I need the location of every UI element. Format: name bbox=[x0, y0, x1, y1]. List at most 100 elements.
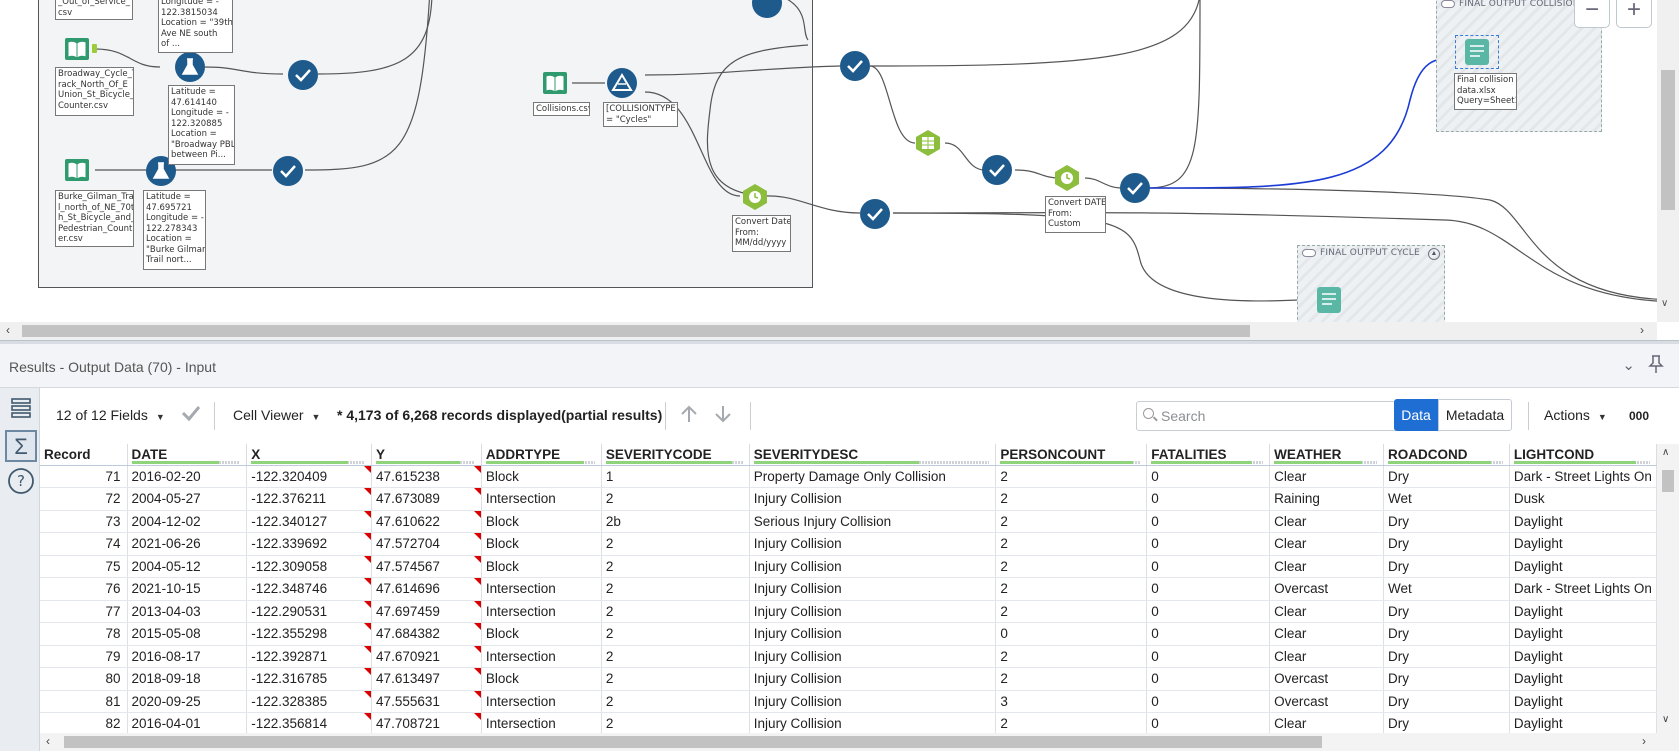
table-cell[interactable]: -122.392871 bbox=[246, 645, 373, 668]
table-cell[interactable]: 47.697459 bbox=[371, 600, 482, 623]
table-cell[interactable]: Block bbox=[481, 465, 602, 488]
table-cell[interactable]: -122.348746 bbox=[246, 577, 373, 601]
table-cell[interactable]: 0 bbox=[1146, 510, 1271, 533]
table-cell[interactable]: Injury Collision bbox=[749, 532, 997, 556]
select-check-icon[interactable] bbox=[982, 155, 1012, 185]
table-cell[interactable]: -122.376211 bbox=[246, 487, 373, 511]
toggle-icon[interactable] bbox=[1441, 0, 1455, 8]
table-cell[interactable]: 74 bbox=[40, 532, 128, 556]
table-cell[interactable]: Daylight bbox=[1509, 712, 1657, 733]
table-cell[interactable]: 2021-06-26 bbox=[127, 532, 248, 556]
table-cell[interactable]: 2 bbox=[601, 532, 750, 556]
table-cell[interactable]: 2 bbox=[995, 465, 1148, 488]
more-options-button[interactable]: 000 bbox=[1629, 409, 1650, 423]
table-cell[interactable]: -122.339692 bbox=[246, 532, 373, 556]
table-cell[interactable]: Dry bbox=[1383, 600, 1510, 623]
collapse-icon[interactable]: ▲ bbox=[1428, 248, 1440, 260]
table-cell[interactable]: Dry bbox=[1383, 712, 1510, 733]
column-header[interactable]: PERSONCOUNT bbox=[995, 444, 1148, 466]
table-cell[interactable]: 2 bbox=[995, 667, 1148, 691]
table-cell[interactable]: Clear bbox=[1269, 555, 1384, 578]
table-cell[interactable]: Daylight bbox=[1509, 532, 1657, 556]
table-cell[interactable]: Injury Collision bbox=[749, 555, 997, 578]
table-cell[interactable]: Block bbox=[481, 510, 602, 533]
table-cell[interactable]: 2 bbox=[601, 712, 750, 733]
pane-splitter[interactable] bbox=[0, 340, 1679, 344]
table-cell[interactable]: 2 bbox=[601, 690, 750, 713]
canvas-horizontal-scrollbar[interactable]: ‹ › bbox=[0, 322, 1657, 340]
table-cell[interactable]: 0 bbox=[1146, 465, 1271, 488]
list-icon[interactable] bbox=[5, 394, 37, 426]
table-cell[interactable]: Block bbox=[481, 622, 602, 646]
column-header[interactable]: Record bbox=[40, 444, 128, 466]
table-cell[interactable]: 2004-05-27 bbox=[127, 487, 248, 511]
formula-flask-icon[interactable] bbox=[175, 52, 205, 82]
table-cell[interactable]: Intersection bbox=[481, 645, 602, 668]
select-check-icon[interactable] bbox=[1120, 173, 1150, 203]
table-cell[interactable]: 0 bbox=[1146, 667, 1271, 691]
scroll-down-icon[interactable]: ∨ bbox=[1662, 714, 1670, 725]
table-cell[interactable]: 2021-10-15 bbox=[127, 577, 248, 601]
column-header[interactable]: ROADCOND bbox=[1383, 444, 1510, 466]
scroll-thumb[interactable] bbox=[22, 325, 1250, 337]
table-cell[interactable]: 1 bbox=[601, 465, 750, 488]
table-cell[interactable]: 2 bbox=[995, 645, 1148, 668]
table-cell[interactable]: Intersection bbox=[481, 577, 602, 601]
table-cell[interactable]: 0 bbox=[1146, 600, 1271, 623]
table-cell[interactable]: Injury Collision bbox=[749, 600, 997, 623]
select-check-icon[interactable] bbox=[752, 0, 782, 18]
column-header[interactable]: X bbox=[246, 444, 373, 466]
search-field[interactable] bbox=[1159, 407, 1409, 425]
table-cell[interactable]: Dusk bbox=[1509, 487, 1657, 511]
data-tab[interactable]: Data bbox=[1394, 399, 1438, 431]
table-cell[interactable]: Serious Injury Collision bbox=[749, 510, 997, 533]
column-header[interactable]: ADDRTYPE bbox=[481, 444, 602, 466]
book-input-icon[interactable] bbox=[62, 155, 92, 185]
table-cell[interactable]: Dry bbox=[1383, 622, 1510, 646]
table-cell[interactable]: -122.355298 bbox=[246, 622, 373, 646]
table-cell[interactable]: 47.614696 bbox=[371, 577, 482, 601]
column-header[interactable]: FATALITIES bbox=[1146, 444, 1271, 466]
table-cell[interactable]: Clear bbox=[1269, 465, 1384, 488]
column-header[interactable]: WEATHER bbox=[1269, 444, 1384, 466]
table-cell[interactable]: 2004-12-02 bbox=[127, 510, 248, 533]
table-cell[interactable]: Injury Collision bbox=[749, 667, 997, 691]
table-cell[interactable]: 78 bbox=[40, 622, 128, 646]
table-cell[interactable]: Overcast bbox=[1269, 690, 1384, 713]
search-input[interactable] bbox=[1136, 401, 1421, 431]
table-cell[interactable]: 0 bbox=[1146, 645, 1271, 668]
table-cell[interactable]: 75 bbox=[40, 555, 128, 578]
table-cell[interactable]: 2020-09-25 bbox=[127, 690, 248, 713]
table-cell[interactable]: Raining bbox=[1269, 487, 1384, 511]
table-cell[interactable]: Injury Collision bbox=[749, 577, 997, 601]
table-cell[interactable]: 2016-08-17 bbox=[127, 645, 248, 668]
table-cell[interactable]: Daylight bbox=[1509, 667, 1657, 691]
table-cell[interactable]: 2 bbox=[995, 532, 1148, 556]
table-cell[interactable]: 0 bbox=[1146, 577, 1271, 601]
table-cell[interactable]: Dry bbox=[1383, 667, 1510, 691]
table-cell[interactable]: 47.610622 bbox=[371, 510, 482, 533]
table-cell[interactable]: Clear bbox=[1269, 712, 1384, 733]
book-input-icon[interactable] bbox=[540, 68, 570, 98]
table-cell[interactable]: 2015-05-08 bbox=[127, 622, 248, 646]
scroll-up-icon[interactable]: ∧ bbox=[1662, 447, 1670, 458]
scroll-left-icon[interactable]: ‹ bbox=[6, 323, 10, 337]
table-cell[interactable]: Dry bbox=[1383, 555, 1510, 578]
table-cell[interactable]: 3 bbox=[995, 690, 1148, 713]
table-cell[interactable]: Dry bbox=[1383, 690, 1510, 713]
table-cell[interactable]: Injury Collision bbox=[749, 645, 997, 668]
table-cell[interactable]: Intersection bbox=[481, 487, 602, 511]
table-cell[interactable]: Block bbox=[481, 555, 602, 578]
table-cell[interactable]: 47.684382 bbox=[371, 622, 482, 646]
table-cell[interactable]: 0 bbox=[995, 622, 1148, 646]
table-cell[interactable]: 47.572704 bbox=[371, 532, 482, 556]
table-cell[interactable]: 47.613497 bbox=[371, 667, 482, 691]
table-cell[interactable]: 47.673089 bbox=[371, 487, 482, 511]
actions-dropdown[interactable]: Actions▼ bbox=[1544, 407, 1607, 423]
